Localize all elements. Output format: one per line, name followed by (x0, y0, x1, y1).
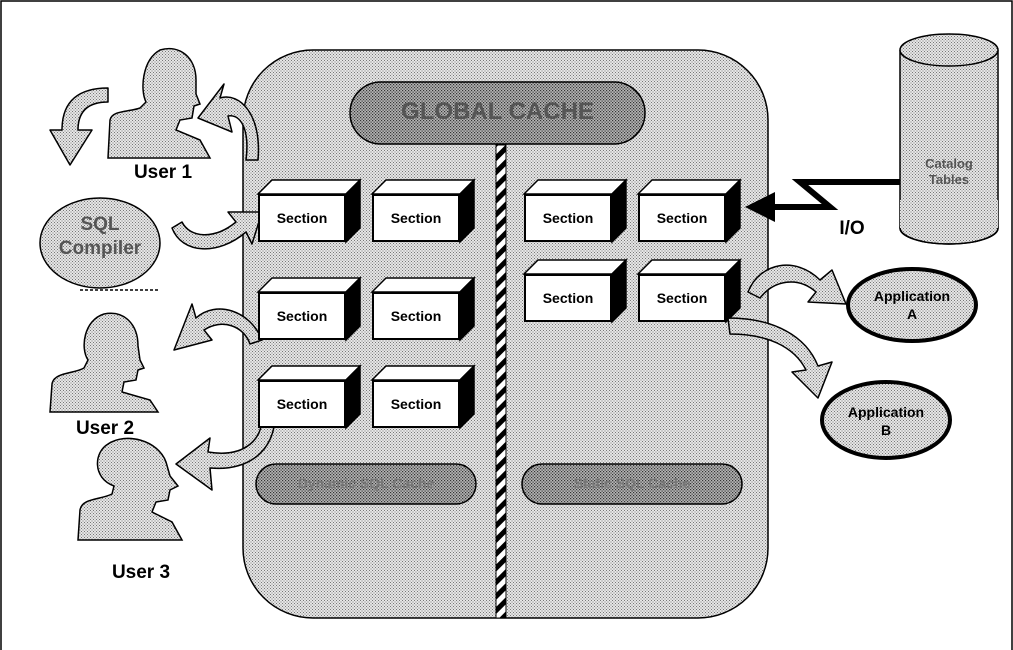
section-cube-side (459, 276, 475, 342)
arrow-user1-to-compiler (49, 87, 109, 166)
user-3-avatar (77, 437, 184, 541)
user-2-label: User 2 (75, 418, 135, 439)
section-block: Section (524, 194, 612, 242)
section-cube-side (611, 178, 627, 244)
section-cube-side (725, 258, 741, 324)
user-3-label: User 3 (111, 562, 171, 583)
section-cube-shading (256, 178, 742, 430)
global-cache-title-pill (349, 81, 646, 145)
catalog-tables-cylinder (899, 33, 999, 245)
arrow-section-to-user2 (173, 303, 263, 351)
user-2-avatar (49, 312, 160, 413)
dynamic-cache-label: Dynamic SQL Cache (297, 475, 435, 491)
section-cube-top (256, 179, 362, 195)
section-cube-top (522, 179, 628, 195)
application-b-line1: Application (847, 404, 925, 420)
application-a-line2: A (906, 306, 918, 322)
section-block: Section (372, 380, 460, 428)
section-cube-side (345, 364, 361, 430)
section-cube-side (345, 178, 361, 244)
section-block: Section (638, 194, 726, 242)
static-cache-label: Static SQL Cache (573, 475, 691, 491)
sql-compiler-shape (39, 197, 161, 291)
section-cube-top (370, 277, 476, 293)
section-cube-top (370, 179, 476, 195)
section-cube-side (459, 364, 475, 430)
arrow-compiler-to-section (171, 211, 263, 250)
user-1-label: User 1 (133, 162, 193, 183)
application-a-line1: Application (873, 288, 951, 304)
section-block: Section (258, 194, 346, 242)
cache-divider (495, 144, 507, 619)
arrow-section-to-app-a (747, 264, 847, 305)
application-a-ellipse (846, 267, 978, 343)
io-label: I/O (839, 218, 865, 239)
section-cube-top (256, 277, 362, 293)
section-block: Section (638, 274, 726, 322)
section-block: Section (372, 292, 460, 340)
global-cache-title: GLOBAL CACHE (401, 98, 594, 125)
section-cube-top (636, 179, 742, 195)
catalog-tables-line1: Catalog (925, 156, 973, 171)
arrow-section-to-app-b (727, 317, 833, 399)
section-cube-top (370, 365, 476, 381)
section-block: Section (258, 380, 346, 428)
catalog-tables-line2: Tables (928, 172, 970, 187)
static-cache-pill (521, 463, 743, 505)
sql-compiler-line2: Compiler (58, 238, 142, 259)
section-cube-side (611, 258, 627, 324)
section-block: Section (258, 292, 346, 340)
arrow-section-to-user3 (175, 405, 276, 491)
section-block: Section (524, 274, 612, 322)
section-cube-top (636, 259, 742, 275)
section-cube-side (459, 178, 475, 244)
section-cube-top (256, 365, 362, 381)
section-block: Section (372, 194, 460, 242)
io-arrow (745, 179, 900, 222)
section-cube-side (725, 178, 741, 244)
section-cube-side (345, 276, 361, 342)
sql-compiler-line1: SQL (80, 214, 120, 235)
arrow-cache-to-user1 (197, 83, 260, 161)
application-b-line2: B (880, 422, 892, 438)
dynamic-cache-pill (255, 463, 477, 505)
section-cube-top (522, 259, 628, 275)
application-b-ellipse (820, 380, 952, 460)
user-1-avatar (107, 47, 212, 159)
